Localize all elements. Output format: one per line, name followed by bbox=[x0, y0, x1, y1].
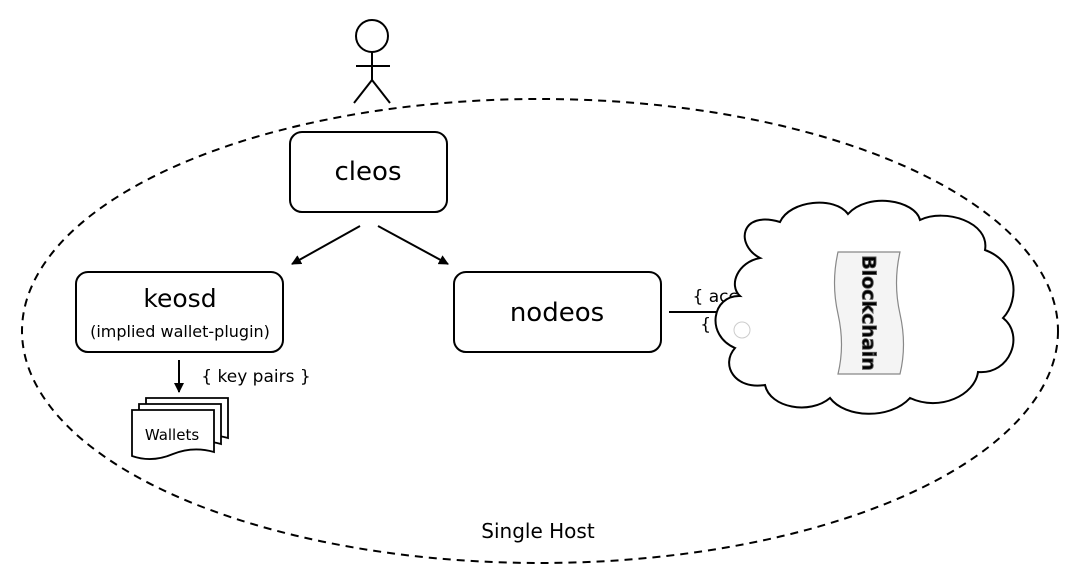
wallets-node: Wallets bbox=[131, 397, 229, 460]
keosd-label: keosd bbox=[143, 284, 216, 313]
keosd-node: keosd (implied wallet-plugin) bbox=[75, 271, 284, 353]
nodeos-label: nodeos bbox=[510, 298, 604, 328]
cleos-label: cleos bbox=[335, 157, 402, 187]
blockchain-node: Blockchain bbox=[833, 251, 905, 375]
single-host-boundary bbox=[21, 98, 1059, 564]
cleos-node: cleos bbox=[289, 131, 448, 213]
single-host-label: Single Host bbox=[481, 519, 595, 543]
wallets-doc-icon bbox=[131, 397, 229, 460]
stick-figure-user-icon bbox=[353, 19, 391, 104]
cleos-to-nodeos-arrow bbox=[377, 225, 449, 265]
blockchain-label: Blockchain bbox=[858, 255, 880, 371]
keosd-sublabel: (implied wallet-plugin) bbox=[90, 322, 270, 341]
key-pairs-label: { key pairs } bbox=[201, 367, 310, 387]
nodeos-node: nodeos bbox=[453, 271, 662, 353]
wallets-label: Wallets bbox=[145, 426, 200, 444]
blockchain-scroll-icon bbox=[833, 251, 905, 375]
cleos-to-keosd-arrow bbox=[291, 225, 361, 265]
